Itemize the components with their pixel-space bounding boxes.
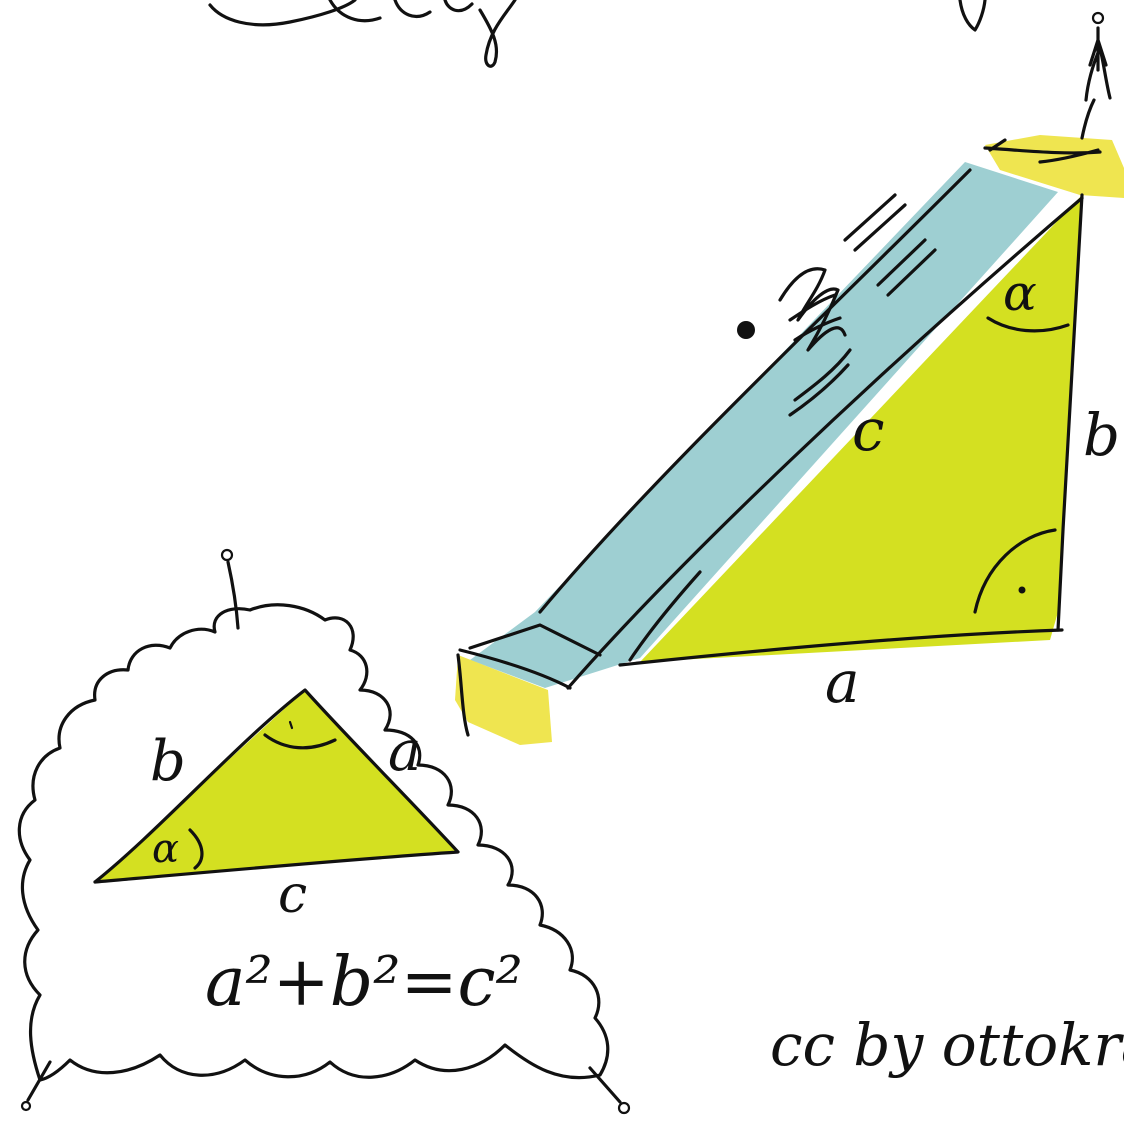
small-angle-label: α (152, 826, 179, 872)
big-base-label: a (825, 648, 860, 716)
sliding-figure (737, 193, 937, 417)
bottom-block (455, 655, 552, 745)
top-handwriting-fragment (208, 0, 987, 68)
person-on-top (1080, 11, 1112, 140)
credit-text: cc by ottokrat (770, 1011, 1124, 1079)
big-triangle-scene: c b a α (455, 11, 1124, 745)
big-triangle (640, 195, 1082, 662)
big-angle-label: α (1003, 264, 1037, 322)
small-left-side-label: b (150, 729, 186, 794)
big-vertical-label: b (1083, 401, 1120, 469)
inclined-board (470, 162, 1058, 688)
small-right-side-label: a (388, 719, 421, 784)
pythagoras-formula: a²+b²=c² (205, 943, 523, 1022)
cloud-scene: b a c α a²+b²=c² (17, 548, 631, 1115)
right-angle-dot (1018, 586, 1026, 594)
thought-cloud (17, 603, 610, 1082)
small-triangle (95, 690, 458, 882)
small-base-label: c (278, 865, 307, 925)
big-hypotenuse-label: c (852, 396, 884, 464)
